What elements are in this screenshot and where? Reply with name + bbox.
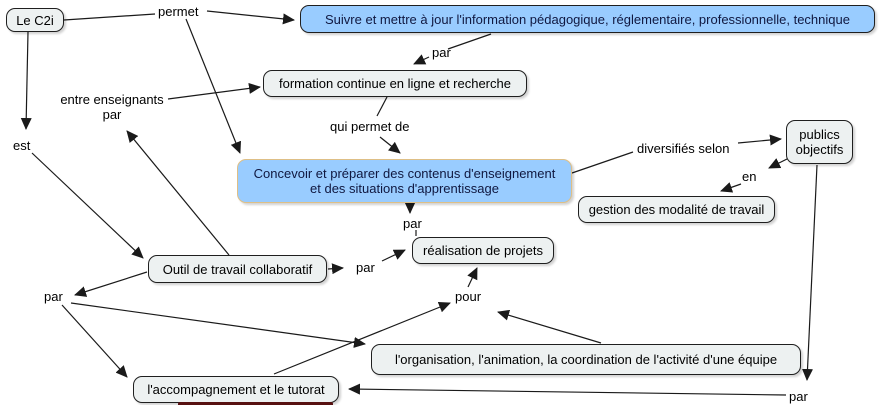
edge-outil-parleft [74, 271, 148, 297]
link-label-par-bottom[interactable]: par [789, 389, 808, 404]
concept-node-publics-line2: objectifs [795, 142, 844, 157]
concept-node-formation-continue[interactable]: formation continue en ligne et recherche [263, 70, 527, 97]
edge-outil-entre [126, 130, 230, 256]
concept-node-suivre-information[interactable]: Suivre et mettre à jour l'information pé… [300, 5, 875, 33]
edge-lec2i-est [20, 31, 32, 130]
edge-suivre-par [447, 33, 492, 50]
edge-est-outil [31, 152, 144, 259]
edge-entre-formation [167, 82, 261, 100]
concept-node-concevoir-line2: et des situations d'apprentissage [310, 181, 499, 196]
edge-outil-paroutil [327, 263, 344, 275]
edge-formation-quipermet [376, 96, 388, 117]
clipped-red-element [178, 402, 333, 405]
link-label-pour[interactable]: pour [455, 289, 482, 304]
edge-en-gestion [720, 182, 742, 193]
link-label-par-top[interactable]: par [432, 45, 451, 60]
concept-node-realisation-projets[interactable]: réalisation de projets [412, 237, 554, 264]
concept-node-publics-line1: publics [799, 127, 840, 142]
edge-parleft-accompagnement [61, 304, 128, 378]
edge-quipermet-concevoir [379, 136, 401, 154]
link-label-qui-permet-de[interactable]: qui permet de [330, 119, 410, 134]
link-label-est[interactable]: est [13, 138, 31, 153]
link-label-entre-line1: entre enseignants [60, 92, 164, 107]
link-label-par-left[interactable]: par [44, 289, 63, 304]
link-label-entre-enseignants-par[interactable]: entre enseignants par [56, 92, 168, 122]
edge-accompagnement-pour [273, 302, 451, 375]
edge-pour-realisation [467, 267, 478, 288]
link-label-entre-line2: par [102, 107, 122, 122]
edge-organisation-pour [497, 309, 602, 344]
link-label-par-outil[interactable]: par [356, 260, 375, 275]
concept-node-publics-objectifs[interactable]: publics objectifs [786, 120, 853, 164]
edge-parbottom-accompagnement [348, 383, 787, 396]
concept-node-accompagnement-tutorat[interactable]: l'accompagnement et le tutorat [133, 376, 339, 403]
edge-concevoir-diversifies [571, 151, 634, 174]
link-label-diversifies-selon[interactable]: diversifiés selon [637, 141, 730, 156]
edge-publics-parbottom [802, 164, 818, 381]
edge-diversifies-publics [737, 134, 782, 146]
link-label-permet[interactable]: permet [158, 4, 199, 19]
edge-publics-en [768, 157, 790, 169]
edge-permet-concevoir [185, 18, 241, 154]
edge-par-formation [413, 54, 430, 65]
edge-permet-suivre [206, 10, 295, 25]
concept-node-gestion-modalite[interactable]: gestion des modalité de travail [578, 196, 775, 223]
concept-node-concevoir-contenus[interactable]: Concevoir et préparer des contenus d'ens… [237, 159, 572, 203]
concept-node-organisation-equipe[interactable]: l'organisation, l'animation, la coordina… [371, 344, 801, 375]
edge-lec2i-permet [63, 13, 156, 21]
edge-paroutil-realisation [381, 249, 406, 262]
link-label-en[interactable]: en [742, 169, 757, 184]
concept-node-le-c2i[interactable]: Le C2i [6, 8, 64, 32]
edge-parleft-organisation [70, 302, 366, 348]
concept-node-concevoir-line1: Concevoir et préparer des contenus d'ens… [253, 166, 556, 181]
link-label-par-mid[interactable]: par [403, 216, 422, 231]
concept-node-outil-collaboratif[interactable]: Outil de travail collaboratif [148, 255, 327, 283]
